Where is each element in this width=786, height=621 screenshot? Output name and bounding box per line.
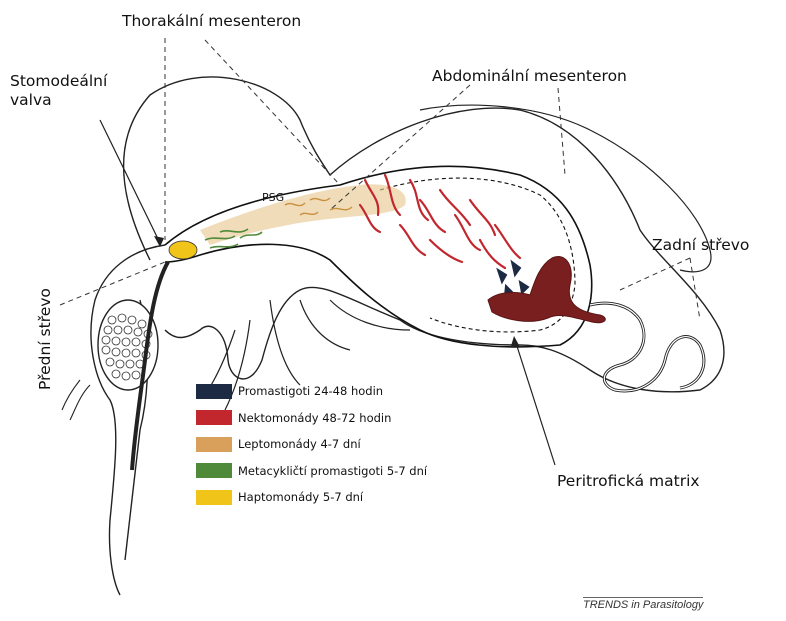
antenna — [62, 380, 90, 420]
legend-swatch — [196, 490, 232, 505]
legend-item: Metacykličtí promastigoti 5-7 dní — [196, 458, 427, 485]
peritrophic-matrix-arrowhead — [511, 336, 520, 347]
legend-label: Promastigoti 24-48 hodin — [238, 384, 383, 398]
label-thoracic-midgut: Thorakální mesenteron — [122, 12, 301, 31]
legend-swatch — [196, 437, 232, 452]
label-stomodeal-valve: Stomodeální valva — [10, 72, 150, 109]
leg-outline-1 — [270, 300, 410, 385]
legend-item: Leptomonády 4-7 dní — [196, 431, 427, 458]
label-psg: PSG — [262, 191, 284, 204]
source-credit: TRENDS in Parasitology — [583, 597, 703, 611]
legend-label: Haptomonády 5-7 dní — [238, 490, 363, 504]
legend-label: Leptomonády 4-7 dní — [238, 437, 361, 451]
haptomonad-cluster — [169, 241, 197, 259]
label-peritrophic-matrix: Peritrofická matrix — [557, 472, 700, 491]
legend-swatch — [196, 410, 232, 425]
legend-item: Haptomonády 5-7 dní — [196, 484, 427, 511]
label-abdominal-midgut: Abdominální mesenteron — [432, 67, 627, 86]
legend-swatch — [196, 384, 232, 399]
leptomonad-region — [200, 184, 406, 245]
legend-item: Promastigoti 24-48 hodin — [196, 378, 427, 405]
label-hindgut: Zadní střevo — [652, 236, 749, 255]
stomodeal-valve-arrow — [100, 120, 160, 243]
peritrophic-matrix-arrow — [515, 340, 555, 465]
label-foregut: Přední střevo — [36, 288, 55, 390]
legend-label: Nektomonády 48-72 hodin — [238, 411, 391, 425]
legend: Promastigoti 24-48 hodin Nektomonády 48-… — [196, 378, 427, 511]
legend-item: Nektomonády 48-72 hodin — [196, 405, 427, 432]
hindgut — [590, 303, 704, 391]
legend-label: Metacykličtí promastigoti 5-7 dní — [238, 464, 427, 478]
hindgut-inner — [590, 303, 704, 391]
legend-swatch — [196, 463, 232, 478]
